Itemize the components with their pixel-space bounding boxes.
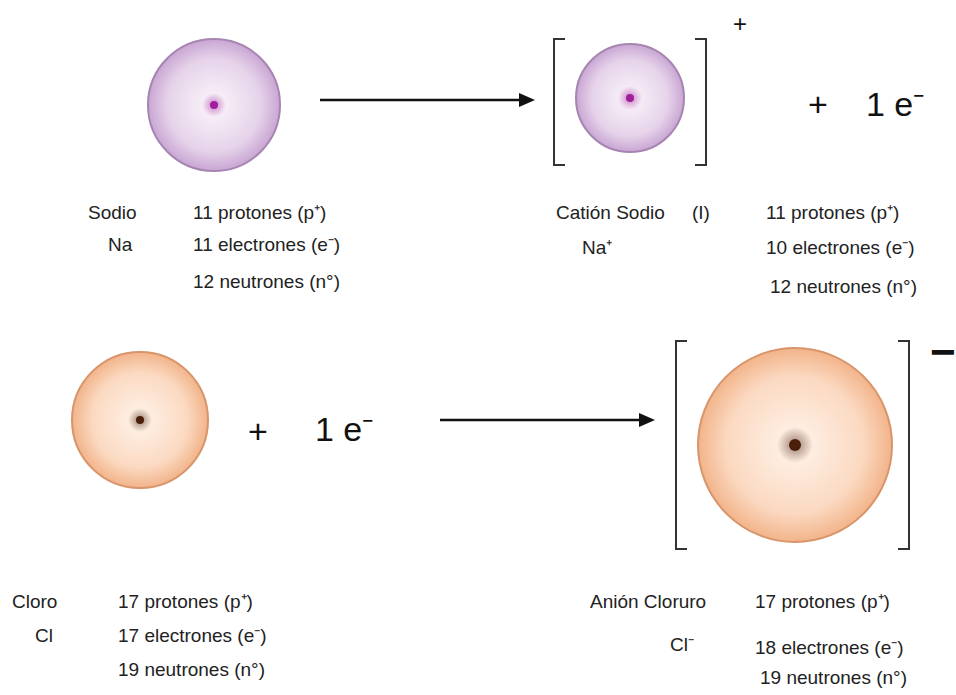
particle-caption: Cl [35, 625, 53, 647]
particle-caption: 11 electrones (e⁻) [193, 234, 340, 256]
particle-caption: 17 protones (p⁺) [118, 591, 253, 613]
particle-caption: 12 neutrones (n°) [193, 271, 340, 293]
particle-caption: 19 neutrones (n°) [760, 667, 907, 689]
nucleus [136, 416, 144, 424]
particle-caption: Catión Sodio [556, 202, 665, 224]
particle-caption: Cl⁻ [670, 634, 694, 656]
reaction-arrow [440, 413, 655, 427]
nucleus-glow [202, 93, 226, 117]
right-bracket [898, 341, 909, 549]
left-bracket [554, 39, 565, 165]
atom-drawing [146, 37, 282, 173]
particle-caption: (I) [692, 202, 710, 224]
particle-caption: Anión Cloruro [590, 591, 706, 613]
arrow-head [519, 93, 535, 107]
particle-caption: Na⁺ [582, 237, 612, 259]
arrow-shaft [440, 419, 641, 422]
nucleus [626, 94, 634, 102]
arrow-shaft [320, 99, 521, 102]
chlorine-atom: CloroCl17 protones (p⁺)17 electrones (e⁻… [70, 350, 210, 490]
nucleus [210, 101, 218, 109]
atom-drawing [675, 340, 910, 550]
particle-caption: Cloro [12, 591, 57, 613]
plus-sign: + [248, 413, 268, 450]
charge-sign: + [733, 11, 747, 37]
plus-sign: + [808, 86, 828, 123]
charge-sign: − [930, 328, 956, 376]
electron-cloud [698, 348, 892, 542]
electron-cloud [576, 44, 684, 152]
particle-caption: Na [108, 234, 132, 256]
nucleus-glow [128, 408, 152, 432]
electron-cloud [72, 352, 208, 488]
left-bracket [676, 341, 687, 549]
nucleus [789, 439, 801, 451]
nucleus-glow [618, 86, 642, 110]
particle-caption: 12 neutrones (n°) [770, 276, 917, 298]
nucleus-glow [777, 427, 813, 463]
atom-drawing [553, 38, 707, 166]
sodium-atom: SodioNa11 protones (p⁺)11 electrones (e⁻… [146, 37, 282, 173]
electron-label: 1 e⁻ [866, 86, 924, 123]
chloride-anion: Anión CloruroCl⁻17 protones (p⁺)18 elect… [675, 340, 910, 550]
particle-caption: 10 electrones (e⁻) [766, 237, 915, 259]
particle-caption: 11 protones (p⁺) [193, 202, 326, 224]
reaction-arrow [320, 93, 535, 107]
right-bracket [695, 39, 706, 165]
particle-caption: 17 electrones (e⁻) [118, 625, 267, 647]
particle-caption: Sodio [88, 202, 137, 224]
electron-label: 1 e⁻ [315, 411, 373, 448]
particle-caption: 17 protones (p⁺) [755, 591, 890, 613]
electron-cloud [148, 39, 280, 171]
sodium-cation: Catión Sodio(I)Na⁺11 protones (p⁺)10 ele… [553, 38, 707, 166]
arrow-head [639, 413, 655, 427]
particle-caption: 11 protones (p⁺) [766, 202, 899, 224]
particle-caption: 18 electrones (e⁻) [755, 637, 904, 659]
particle-caption: 19 neutrones (n°) [118, 659, 265, 681]
atom-drawing [70, 350, 210, 490]
